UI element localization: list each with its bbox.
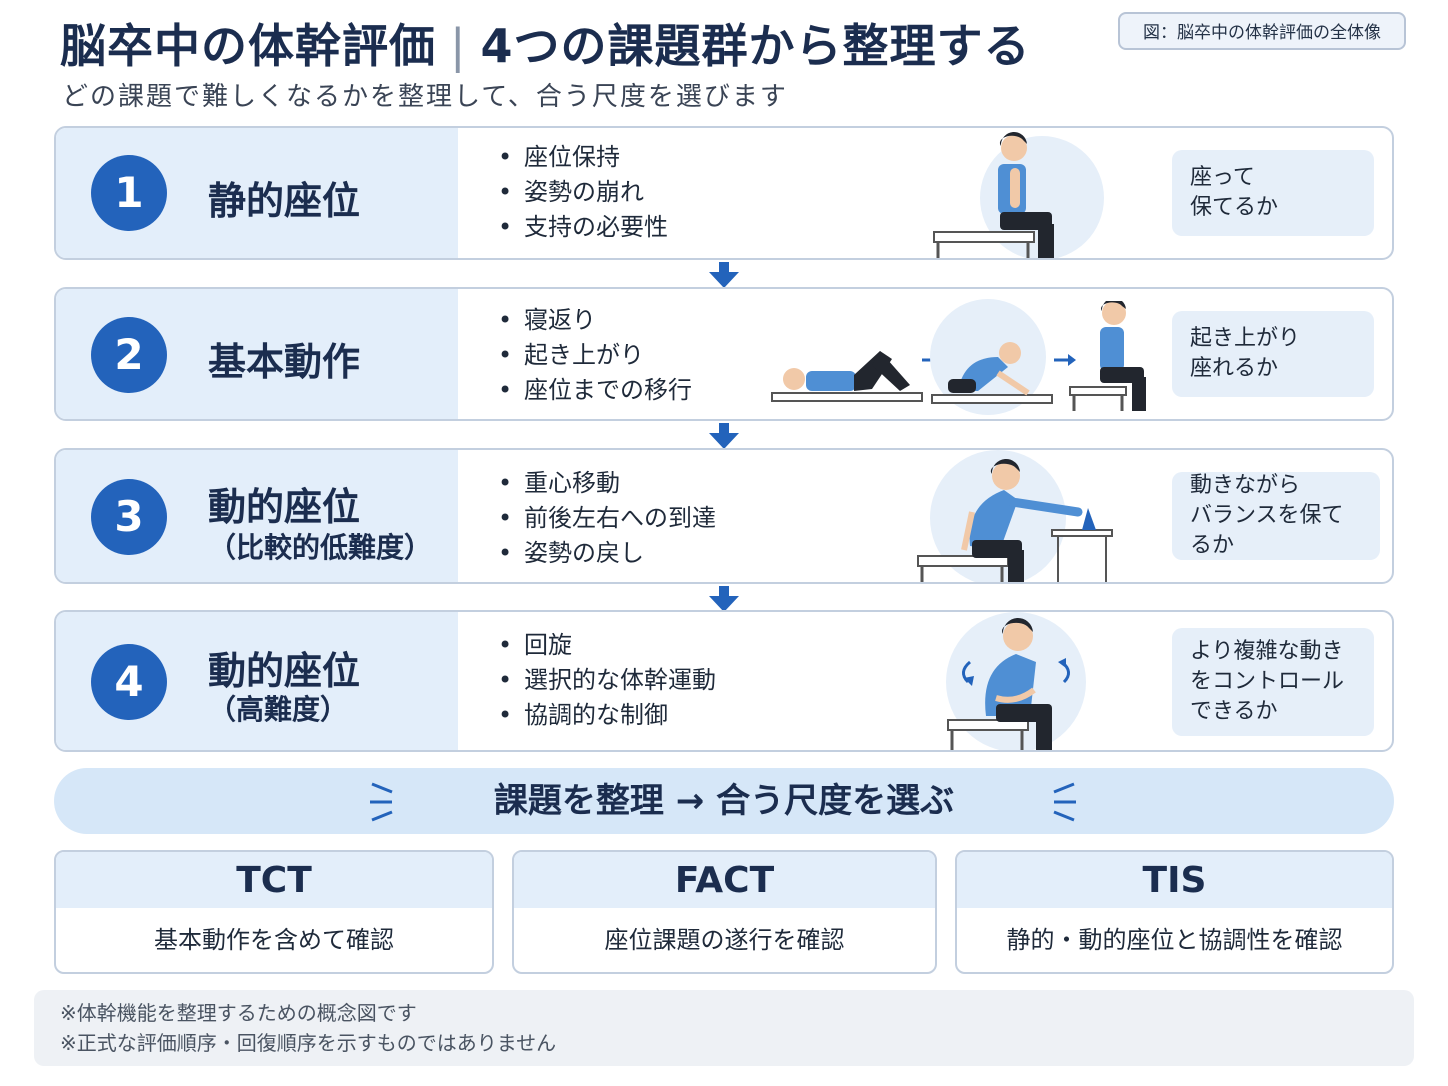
scale-description: 座位課題の遂行を確認 (604, 926, 845, 954)
rotating-person-icon (946, 612, 1086, 750)
footnote: ※体幹機能を整理するための概念図です (60, 1001, 417, 1025)
footnote: ※正式な評価順序・回復順序を示すものではありません (60, 1031, 557, 1055)
question-line: より複雑な動き (1190, 639, 1344, 664)
task-subtitle: （高難度） (208, 693, 349, 726)
scale-card-tis: TIS 静的・動的座位と協調性を確認 (955, 850, 1394, 974)
banner-text: 課題を整理 → 合う尺度を選ぶ (493, 781, 955, 821)
bullet-item: 協調的な制御 (498, 698, 716, 733)
bullet-item: 寝返り (498, 303, 692, 338)
reaching-person-icon (917, 450, 1113, 582)
task-bullets: 回旋 選択的な体幹運動 協調的な制御 (498, 628, 716, 733)
task-bullets: 重心移動 前後左右への到達 姿勢の戻し (498, 466, 716, 571)
footnotes: ※体幹機能を整理するための概念図です ※正式な評価順序・回復順序を示すものではあ… (34, 990, 1414, 1066)
task-question: 動きながらバランスを保てるか (1172, 472, 1380, 560)
question-line: 保てるか (1190, 195, 1279, 220)
scale-card-tct: TCT 基本動作を含めて確認 (54, 850, 494, 974)
task-title: 基本動作 (208, 340, 361, 384)
bullet-item: 支持の必要性 (498, 210, 668, 245)
question-line: 起き上がり (1190, 326, 1301, 351)
down-arrow-icon (709, 262, 739, 288)
task-bullets: 座位保持 姿勢の崩れ 支持の必要性 (498, 140, 668, 245)
question-line: バランスを保てるか (1190, 503, 1344, 558)
question-line: をコントロール (1190, 669, 1345, 694)
title-main: 脳卒中の体幹評価 (60, 19, 436, 73)
seated-person-icon (933, 131, 1104, 258)
question-line: 座れるか (1190, 356, 1279, 381)
task-number-badge: 4 (91, 644, 167, 720)
task-number-badge: 1 (91, 155, 167, 231)
bullet-item: 座位保持 (498, 140, 668, 175)
title-sub: 4つの課題群から整理する (480, 19, 1031, 73)
task-title: 動的座位 (208, 649, 361, 693)
task-row-4: 4 動的座位 （高難度） 回旋 選択的な体幹運動 協調的な制御 より複雑な動きを… (54, 610, 1394, 752)
task-question: 起き上がり座れるか (1172, 311, 1374, 397)
bullet-item: 前後左右への到達 (498, 501, 716, 536)
bullet-item: 選択的な体幹運動 (498, 663, 716, 698)
task-row-3: 3 動的座位 （比較的低難度） 重心移動 前後左右への到達 姿勢の戻し 動きなが… (54, 448, 1394, 584)
scale-name: TCT (56, 852, 492, 908)
sparkle-icon (370, 782, 393, 822)
bullet-item: 起き上がり (498, 338, 692, 373)
bullet-item: 座位までの移行 (498, 373, 692, 408)
scale-name: FACT (514, 852, 935, 908)
task-bullets: 寝返り 起き上がり 座位までの移行 (498, 303, 692, 408)
page-title: 脳卒中の体幹評価 |4つの課題群から整理する (60, 10, 1031, 76)
right-arrow-icon (1054, 354, 1076, 366)
bullet-item: 回旋 (498, 628, 716, 663)
task-title: 動的座位 (208, 485, 361, 529)
bullet-item: 重心移動 (498, 466, 716, 501)
question-line: 動きながら (1190, 473, 1301, 498)
question-line: できるか (1190, 699, 1278, 724)
task-number-badge: 2 (91, 317, 167, 393)
task-question: より複雑な動きをコントロールできるか (1172, 628, 1374, 736)
scale-name: TIS (957, 852, 1392, 908)
bullet-item: 姿勢の戻し (498, 536, 716, 571)
task-question: 座って保てるか (1172, 150, 1374, 236)
down-arrow-icon (709, 586, 739, 612)
task-title: 静的座位 (208, 179, 361, 223)
scale-card-fact: FACT 座位課題の遂行を確認 (512, 850, 937, 974)
scale-description: 基本動作を含めて確認 (154, 926, 394, 954)
task-subtitle: （比較的低難度） (208, 531, 433, 564)
bullet-item: 姿勢の崩れ (498, 175, 668, 210)
lying-person-icon (771, 351, 923, 402)
title-separator: | (450, 19, 467, 73)
task-number-badge: 3 (91, 479, 167, 555)
seated-person-icon (1069, 301, 1146, 411)
figure-label: 図：脳卒中の体幹評価の全体像 (1118, 12, 1406, 50)
scale-description: 静的・動的座位と協調性を確認 (1006, 926, 1343, 954)
summary-banner: 課題を整理 → 合う尺度を選ぶ (54, 768, 1394, 834)
question-line: 座って (1190, 165, 1255, 190)
page-subtitle: どの課題で難しくなるかを整理して、合う尺度を選びます (62, 82, 788, 112)
down-arrow-icon (709, 423, 739, 449)
rising-person-icon (930, 299, 1053, 415)
sparkle-icon (1053, 782, 1076, 822)
